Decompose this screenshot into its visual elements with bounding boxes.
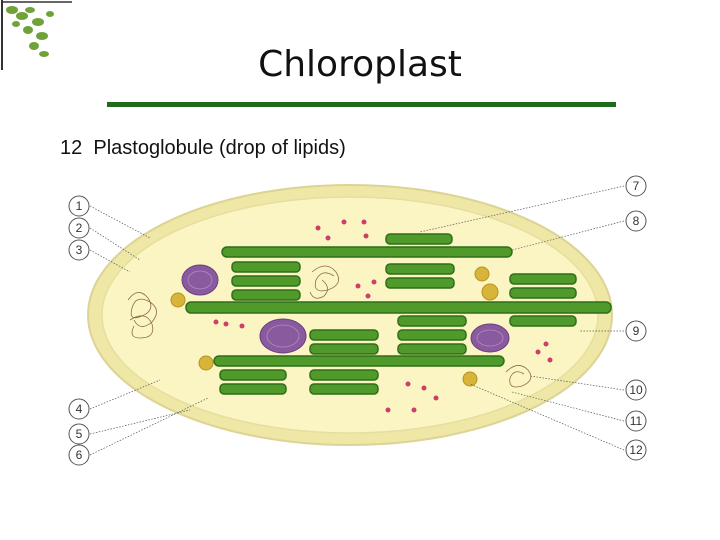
ribosomes — [213, 219, 553, 413]
label-2: 2 — [76, 221, 83, 235]
label-circles — [68, 175, 647, 466]
label-11: 11 — [630, 414, 643, 428]
leader-lines — [89, 185, 625, 456]
stroma — [101, 196, 599, 434]
label-6: 6 — [76, 448, 83, 462]
thylakoids — [185, 233, 612, 395]
slide-title: Chloroplast — [258, 44, 462, 85]
label-10: 10 — [629, 383, 643, 397]
dna — [127, 265, 532, 388]
label-8: 8 — [633, 214, 640, 228]
vine-decoration — [1, 0, 72, 70]
label-7: 7 — [633, 179, 640, 193]
slide-subtitle: 12 Plastoglobule (drop of lipids) — [60, 137, 346, 159]
label-1: 1 — [76, 199, 83, 213]
label-3: 3 — [76, 243, 83, 257]
label-5: 5 — [76, 427, 83, 441]
title-underline — [107, 102, 616, 107]
label-4: 4 — [76, 402, 83, 416]
label-12: 12 — [629, 443, 643, 457]
starch-grains — [181, 264, 510, 354]
plastoglobules — [170, 266, 499, 387]
label-9: 9 — [633, 324, 640, 338]
